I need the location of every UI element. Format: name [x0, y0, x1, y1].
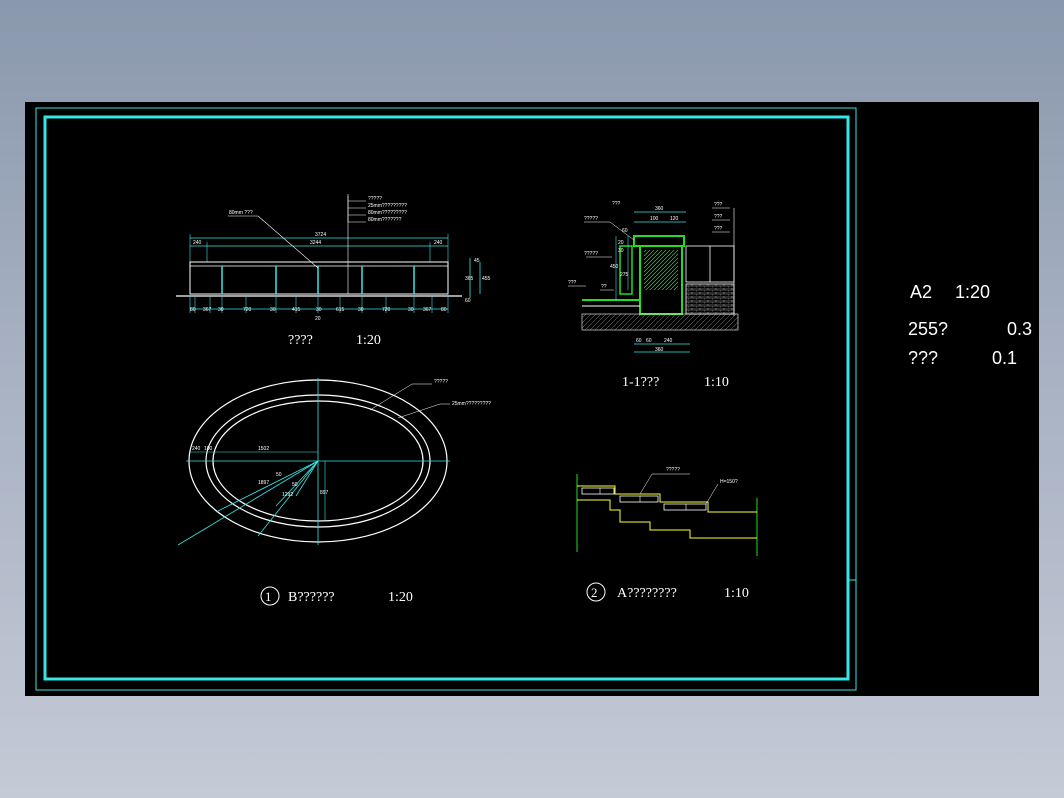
elev-right-dim-1: 45: [474, 258, 480, 264]
row1-value: 0.3: [1007, 319, 1032, 339]
plan-radius-4: 50: [292, 482, 298, 488]
sect-top-dim-1: 360: [655, 206, 664, 212]
elev-bottom-dim: 367: [203, 307, 212, 313]
elev-top-dim-right: 240: [434, 240, 443, 246]
sect-top-dim-2: 100: [650, 216, 659, 222]
elev-right-dim-4: 60: [465, 298, 471, 304]
plan-scale: 1:20: [388, 590, 413, 605]
sect-left-label-5: ??: [601, 284, 607, 290]
row1-label: 255?: [908, 319, 948, 339]
sect-vdim-5: 275: [620, 272, 629, 278]
plan-dim-2: 100: [204, 446, 213, 452]
sect-bottom-dim-1: 60: [636, 338, 642, 344]
plan-note-2: 25mm?????????: [452, 401, 491, 407]
elev-bottom-dim: 80: [190, 307, 196, 313]
elev-note-3: 80mm?????????: [368, 210, 407, 216]
plan-radius-1: 1897: [258, 480, 269, 486]
section-title: 1-1???: [622, 375, 659, 390]
elev-bottom-dim: 415: [292, 307, 301, 313]
steps-scale: 1:10: [724, 586, 749, 601]
steps-number: 2: [591, 585, 598, 600]
sect-vdim-3: 60: [622, 228, 628, 234]
plan-title: B??????: [288, 590, 335, 605]
steps-title: A????????: [617, 586, 677, 601]
scale-value: 1:20: [955, 282, 990, 302]
elev-bottom-dim: 30: [270, 307, 276, 313]
elev-top-dim-total: 3724: [315, 232, 326, 238]
side-panel: A2 1:20 255? 0.3 ??? 0.1: [908, 282, 1032, 368]
elev-top-dim-left: 240: [193, 240, 202, 246]
sect-right-label-3: ???: [714, 226, 723, 232]
elev-bottom-dim: 720: [382, 307, 391, 313]
row2-label: ???: [908, 348, 938, 368]
plan-number: 1: [265, 589, 272, 604]
section-view: 360 100 120 ??? ????? ????? ??? ?? 20 30: [568, 201, 739, 390]
elev-right-dim-3: 455: [482, 276, 491, 282]
sect-left-label-1: ???: [612, 201, 621, 207]
elev-right-dim-2: 365: [465, 276, 474, 282]
row2-value: 0.1: [992, 348, 1017, 368]
plan-radius-2: 1292: [282, 492, 293, 498]
sect-vdim-2: 30: [618, 248, 624, 254]
drawing-canvas: [25, 102, 1039, 696]
outer-frame: [35, 107, 857, 691]
elev-bottom-dim: 30: [358, 307, 364, 313]
plan-radius-3: 50: [276, 472, 282, 478]
sect-right-label-1: ???: [714, 202, 723, 208]
elev-note-4: 80mm???????: [368, 217, 402, 223]
sect-bottom-dim-2: 60: [646, 338, 652, 344]
steps-note-2: H=150?: [720, 479, 738, 485]
sect-left-label-2: ?????: [584, 216, 598, 222]
elev-bottom-dim: 30: [316, 307, 322, 313]
elevation-title: ????: [288, 333, 313, 348]
steps-note-1: ?????: [666, 467, 680, 473]
elev-bottom-total: 20: [315, 316, 321, 322]
elev-note-2: 25mm?????????: [368, 203, 407, 209]
elev-bottom-dim: 30: [218, 307, 224, 313]
sect-bottom-dim-3: 240: [664, 338, 673, 344]
steps-view: ????? H=150? 2 A???????? 1:10: [576, 467, 758, 602]
sect-bottom-dim-4: 360: [655, 347, 664, 353]
elev-top-dim-mid: 3244: [310, 240, 321, 246]
elev-bottom-dim: 615: [336, 307, 345, 313]
sect-top-dim-3: 120: [670, 216, 679, 222]
plan-dim-4: 897: [320, 490, 329, 496]
plan-dim-3: 1502: [258, 446, 269, 452]
scale-label: A2: [910, 282, 932, 302]
sect-left-label-3: ?????: [584, 251, 598, 257]
elevation-scale: 1:20: [356, 333, 381, 348]
sect-vdim-4: 450: [610, 264, 619, 270]
elev-bottom-dim: 367: [423, 307, 432, 313]
elev-leader-left: 80mm ???: [229, 210, 253, 216]
inner-frame: [43, 115, 850, 681]
elev-bottom-dim: 30: [408, 307, 414, 313]
section-scale: 1:10: [704, 375, 729, 390]
elevation-view: 3724 240 3244 240 80mm ??? ????? 25mm???…: [176, 194, 491, 348]
plan-note-1: ?????: [434, 379, 448, 385]
elev-note-1: ?????: [368, 196, 382, 202]
sect-left-label-4: ???: [568, 280, 577, 286]
sect-vdim-1: 20: [618, 240, 624, 246]
plan-dim-1: 240: [192, 446, 201, 452]
elev-bottom-dim: 720: [243, 307, 252, 313]
sect-right-label-2: ???: [714, 214, 723, 220]
plan-view: 240 100 1502 897 1897 1292 50 50 ????? 2…: [177, 378, 491, 606]
elev-bottom-dim: 80: [441, 307, 447, 313]
